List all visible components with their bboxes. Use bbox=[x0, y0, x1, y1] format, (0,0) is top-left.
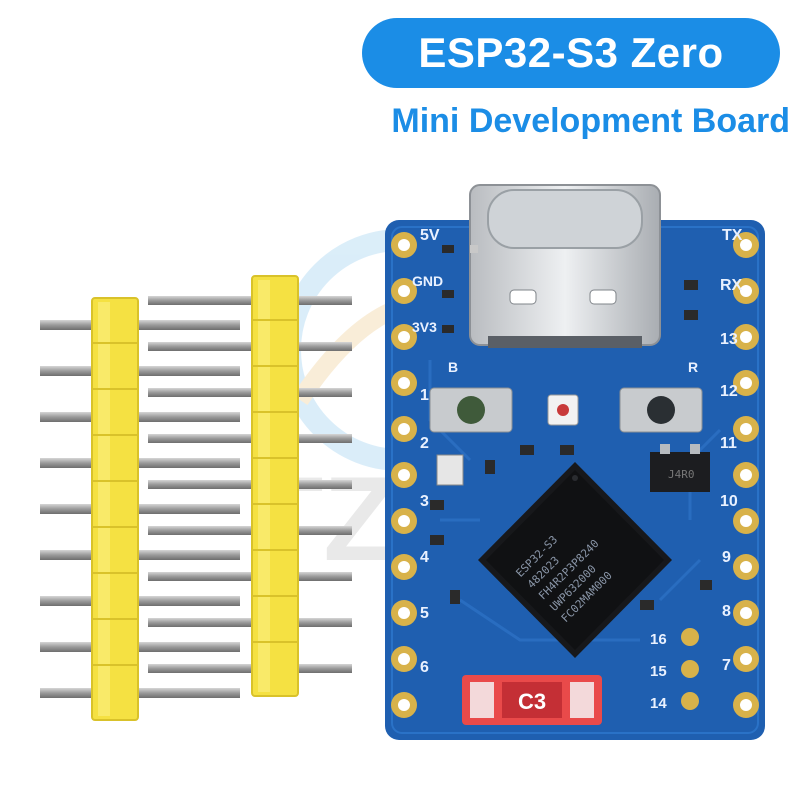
crystal bbox=[436, 454, 464, 486]
pin-label-14: 14 bbox=[650, 695, 667, 712]
pin-label-4: 4 bbox=[420, 549, 429, 566]
pcb-board: J4R0 ESP32-S3 482023 FH4R2P3P8240 UWP632… bbox=[385, 184, 765, 740]
pin-label-5v: 5V bbox=[420, 227, 440, 244]
right-pin-pads bbox=[733, 232, 759, 718]
usb-c-connector bbox=[469, 184, 661, 348]
boot-button bbox=[429, 387, 513, 433]
pin-label-5: 5 bbox=[420, 605, 429, 622]
reset-button bbox=[619, 387, 703, 433]
pin-label-rx: RX bbox=[720, 277, 743, 294]
pin-label-gnd: GND bbox=[412, 273, 443, 289]
pin-label-7: 7 bbox=[722, 657, 731, 674]
pin-label-1: 1 bbox=[420, 387, 429, 404]
pin-label-16: 16 bbox=[650, 631, 667, 648]
pin-label-8: 8 bbox=[722, 603, 731, 620]
pin-label-15: 15 bbox=[650, 663, 667, 680]
pin-label-2: 2 bbox=[420, 435, 429, 452]
left-pin-pads bbox=[391, 232, 417, 718]
pin-header-right bbox=[148, 275, 352, 697]
pin-label-6: 6 bbox=[420, 659, 429, 676]
regulator-label: J4R0 bbox=[668, 468, 695, 481]
pin-label-13: 13 bbox=[720, 331, 738, 348]
led-die bbox=[557, 404, 569, 416]
title-badge: ESP32-S3 Zero bbox=[362, 18, 780, 88]
boot-button-label: B bbox=[448, 359, 458, 375]
product-title: ESP32-S3 Zero bbox=[418, 29, 724, 76]
pin-label-11: 11 bbox=[720, 435, 737, 452]
product-subtitle: Mini Development Board bbox=[391, 102, 790, 140]
smd-components bbox=[430, 245, 712, 610]
ceramic-antenna: C3 bbox=[462, 675, 602, 725]
pin-label-12: 12 bbox=[720, 383, 738, 400]
voltage-regulator: J4R0 bbox=[650, 444, 710, 492]
pin-header-left bbox=[40, 297, 240, 721]
pin-label-9: 9 bbox=[722, 549, 731, 566]
esp32-s3-chip: ESP32-S3 482023 FH4R2P3P8240 UWP632000 F… bbox=[478, 462, 672, 658]
pin-label-3: 3 bbox=[420, 493, 429, 510]
pin-label-tx: TX bbox=[722, 227, 743, 244]
pin-label-10: 10 bbox=[720, 493, 738, 510]
antenna-label: C3 bbox=[518, 689, 546, 714]
reset-button-label: R bbox=[688, 359, 698, 375]
bottom-pads bbox=[681, 628, 699, 710]
pin-label-3v3: 3V3 bbox=[412, 319, 437, 335]
